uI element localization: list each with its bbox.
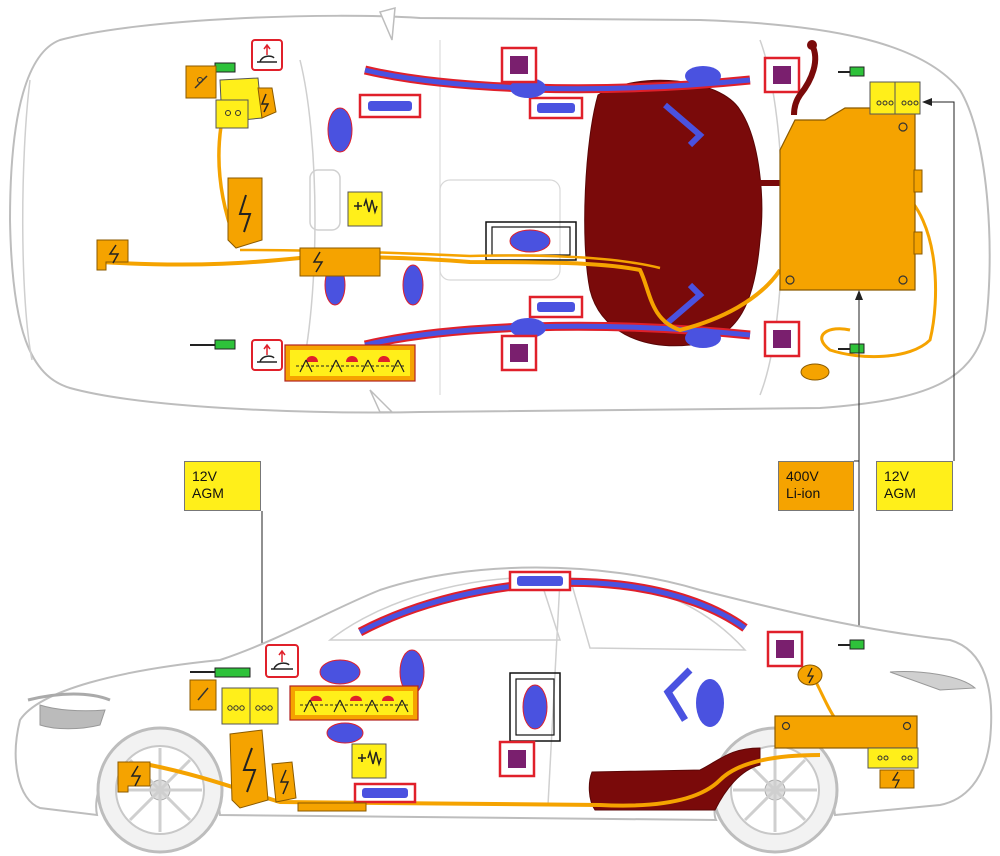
- hv-cable-side: [149, 753, 821, 808]
- sensor-side-1: [766, 630, 804, 668]
- gas-inflator-top-2: [528, 96, 584, 120]
- center-airbag-side: [509, 672, 561, 742]
- gas-strut-top-front-right: [190, 339, 236, 350]
- label-type: AGM: [192, 485, 224, 501]
- label-type: Li-ion: [786, 485, 821, 501]
- lv-battery-rear-top: [869, 81, 921, 115]
- sensor-top-4: [763, 320, 801, 358]
- fuel-filler-neck: [791, 43, 819, 116]
- hood-lifter-icon: [251, 339, 283, 371]
- hv-cable-top-main: [99, 255, 782, 333]
- lightning-icon: [257, 87, 277, 119]
- lv-battery-rear-side: [867, 747, 919, 769]
- hv-battery-side: [774, 715, 918, 749]
- hood-lifter-icon: [251, 39, 283, 71]
- hv-component-front-side: [229, 729, 297, 809]
- side-view: [14, 566, 993, 854]
- airbag-knee-right: [402, 264, 424, 306]
- rear-wheel: [711, 726, 839, 854]
- hv-heater-top: [299, 247, 381, 277]
- airbag-side-knee: [326, 722, 364, 744]
- hood-lifter-icon: [265, 644, 299, 678]
- airbag-driver: [327, 107, 353, 153]
- front-wheel: [96, 726, 224, 854]
- lv-battery-front-side: [189, 679, 279, 725]
- top-view: [8, 6, 991, 414]
- hv-disconnect-side: [797, 664, 823, 686]
- gas-strut-side-rear: [838, 639, 865, 650]
- gas-strut-side-front: [190, 667, 251, 678]
- label-type: AGM: [884, 485, 916, 501]
- sensor-top-2: [763, 56, 801, 94]
- gas-inflator-side-low: [353, 782, 417, 804]
- fuel-tank-side: [588, 747, 761, 811]
- label-12v-agm-rear: 12V AGM: [876, 461, 953, 511]
- hv-battery-top: [779, 107, 923, 291]
- gas-inflator-side-roof: [508, 570, 572, 592]
- gas-strut-top-rear-left: [838, 66, 865, 77]
- sensor-top-3: [500, 334, 538, 372]
- label-400v-li-ion: 400V Li-ion: [778, 461, 854, 511]
- airbag-control-side: [351, 743, 387, 779]
- hv-cable-channel-side: [297, 802, 367, 812]
- airbag-side-rear-left: [685, 66, 721, 86]
- pretensioner-strip-side: [289, 685, 419, 721]
- gas-inflator-top-1: [358, 93, 422, 119]
- airbag-side-front: [319, 659, 361, 685]
- sensor-side-2: [498, 740, 536, 778]
- fuel-tank-top: [584, 79, 763, 347]
- airbag-side-rear: [696, 679, 724, 727]
- hv-dcdc-side: [879, 769, 915, 789]
- label-12v-agm-front: 12V AGM: [184, 461, 261, 511]
- hv-compressor-top: [96, 239, 129, 271]
- sensor-top-1: [500, 46, 538, 84]
- label-voltage: 400V: [786, 468, 819, 484]
- hv-disconnect-top: [800, 363, 830, 381]
- airbag-side-rear-right: [685, 328, 721, 348]
- hv-compressor-side: [117, 761, 151, 793]
- hv-component-front-top: [227, 177, 263, 249]
- airbag-side-front-right: [510, 318, 546, 338]
- airbag-control-top: [347, 191, 383, 227]
- label-voltage: 12V: [884, 468, 909, 484]
- lv-battery-front-top: [185, 65, 277, 129]
- label-voltage: 12V: [192, 468, 217, 484]
- gas-inflator-top-3: [528, 295, 584, 319]
- pretensioner-strip-top: [284, 344, 416, 382]
- gas-strut-top-rear-right: [838, 343, 865, 354]
